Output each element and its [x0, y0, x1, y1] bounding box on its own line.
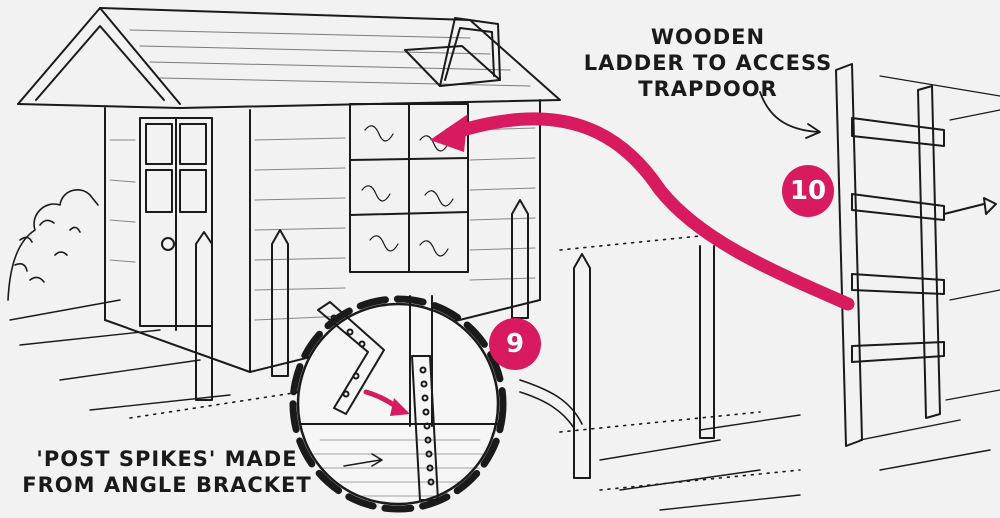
step-badge-9: 9	[489, 318, 541, 370]
detail-pointer	[520, 380, 582, 428]
shed-roof	[18, 8, 560, 108]
ladder-caption-line-2: LADDER TO ACCESS	[578, 50, 838, 76]
ladder-to-window-arrow	[450, 119, 848, 304]
shrub	[8, 190, 98, 300]
ladder-caption: WOODEN LADDER TO ACCESS TRAPDOOR	[578, 24, 838, 102]
post-spikes-caption: 'POST SPIKES' MADE FROM ANGLE BRACKET	[22, 446, 312, 498]
post-spikes-caption-line-1: 'POST SPIKES' MADE	[22, 446, 312, 472]
post-spikes-caption-line-2: FROM ANGLE BRACKET	[22, 472, 312, 498]
ladder-caption-line-1: WOODEN	[578, 24, 838, 50]
shed-doors	[140, 118, 212, 330]
ladder-caption-line-3: TRAPDOOR	[578, 76, 838, 102]
ladder	[836, 64, 1000, 446]
step-badge-10: 10	[782, 165, 834, 217]
